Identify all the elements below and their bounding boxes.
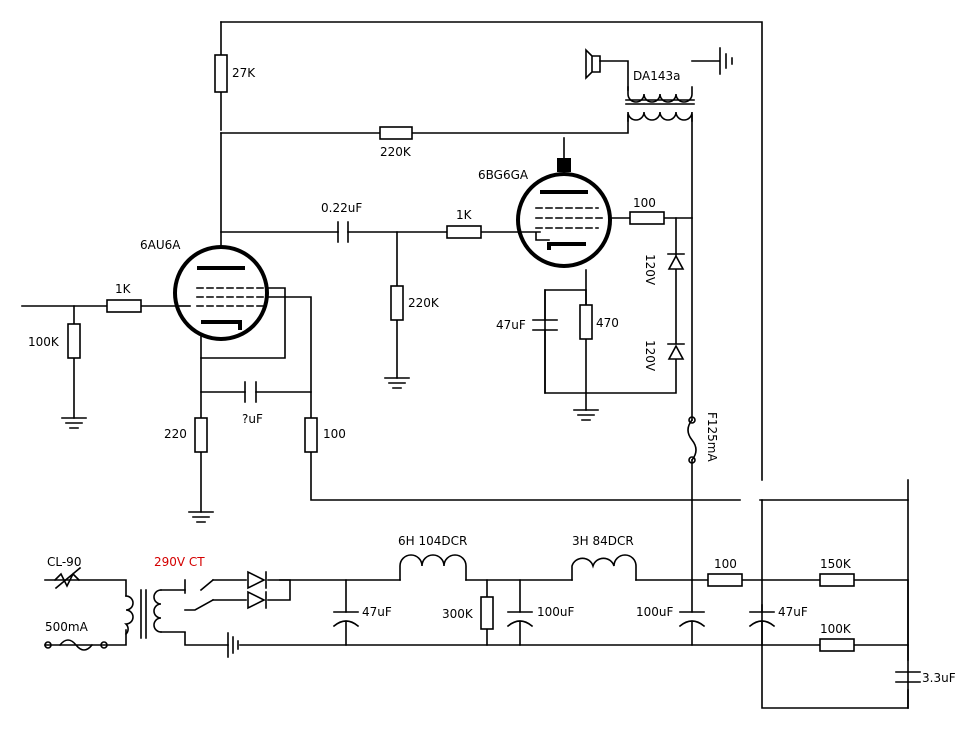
label-500ma: 500mA [45,620,89,634]
wiring [21,21,909,709]
label-tube1: 6AU6A [140,238,181,252]
cl90-thermistor [53,566,82,590]
label-100uf-ps1: 100uF [537,605,575,619]
label-470: 470 [596,316,619,330]
label-120v-top: 120V [643,254,657,286]
label-47uf-ps2: 47uF [778,605,808,619]
resistor-1k-grid2 [446,225,482,239]
label-100uf-ps2: 100uF [636,605,674,619]
resistor-1k-input [106,299,142,313]
label-0.22uf: 0.22uF [321,201,362,215]
resistor-100-ps [707,573,743,587]
output-xfmr-secondary [627,86,693,103]
label-47uf-cath: 47uF [496,318,526,332]
capacitors [244,221,921,683]
label-220k-fb: 220K [380,145,412,159]
label-power-xfmr: 290V CT [154,555,205,569]
label-cl90: CL-90 [47,555,81,569]
label-unknown-cap: ?uF [242,412,263,426]
label-220k-grid: 220K [408,296,440,310]
label-choke1: 6H 104DCR [398,534,467,548]
fuse-125ma [687,418,697,462]
cap-100uf-ps2 [678,611,706,628]
cap-3.3uf [895,671,921,683]
label-100k-in: 100K [28,335,60,349]
resistor-220k-grid [390,285,404,321]
label-100-cath: 100 [323,427,346,441]
choke-6h [399,554,467,581]
cap-47uf-ps1 [332,611,360,628]
resistor-470 [579,304,593,340]
speaker-icon [585,48,601,80]
resistor-100-cathode [304,417,318,453]
label-100k-ps: 100K [820,622,852,636]
tube-6bg6ga [516,158,612,268]
label-100-ps: 100 [714,557,737,571]
label-120v-bot: 120V [643,340,657,372]
cap-0.22uf [337,221,349,243]
label-fuse: F125mA [705,412,719,462]
zener-bottom [667,343,685,360]
label-choke2: 3H 84DCR [572,534,634,548]
cap-unknown [244,381,257,403]
resistor-150k [819,573,855,587]
output-xfmr-primary [627,111,693,122]
ptrans-secondary [153,589,162,633]
resistor-100-screen [629,211,665,225]
resistors [67,54,855,652]
resistor-220k-feedback [379,126,413,140]
resistor-100k-ps [819,638,855,652]
cap-100uf-ps1 [506,611,534,628]
zener-top [667,253,685,270]
diodes [247,253,685,610]
tube-6au6a [173,245,269,341]
diode-2 [247,590,267,610]
cap-47uf-cathode [532,319,558,331]
fuse-500ma [58,639,94,651]
inductors [124,48,695,639]
ground-symbols [61,47,733,658]
label-300k: 300K [442,607,474,621]
label-1k-grid2: 1K [456,208,473,222]
resistor-27k [214,54,228,93]
label-150k: 150K [820,557,852,571]
resistor-100k-input [67,323,81,359]
label-output-xfmr: DA143a [633,69,681,83]
label-27k: 27K [232,66,256,80]
label-47uf-ps1: 47uF [362,605,392,619]
label-100-screen: 100 [633,196,656,210]
label-220-cath: 220 [164,427,187,441]
labels: 27K 220K 6AU6A 6BG6GA 0.22uF 1K 220K 1K … [28,66,956,685]
ptrans-primary [124,595,134,636]
cap-47uf-ps2 [748,611,776,628]
resistor-220-cathode [194,417,208,453]
choke-3h [571,554,637,581]
diode-1 [247,570,267,590]
label-1k-in: 1K [115,282,132,296]
resistor-300k [480,596,494,630]
protection [44,416,697,651]
label-3.3uf: 3.3uF [922,671,956,685]
label-tube2: 6BG6GA [478,168,529,182]
